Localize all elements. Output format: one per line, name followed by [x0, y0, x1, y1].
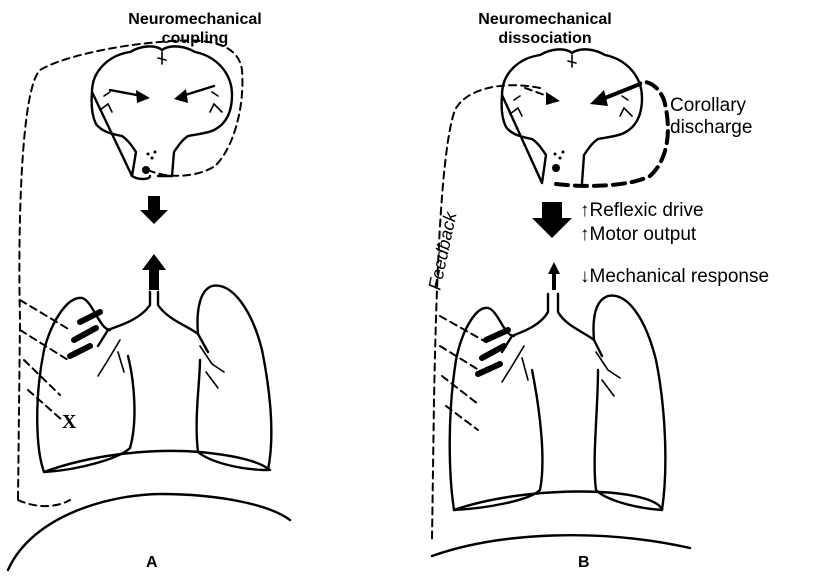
panel-b-feedback-loop — [432, 85, 540, 540]
panel-a-x-mark: X — [62, 411, 76, 434]
corollary-label-line2: discharge — [670, 117, 752, 139]
panel-b-brain — [502, 49, 642, 183]
panel-a-drawing — [8, 40, 290, 570]
panel-b-lungs — [432, 294, 690, 556]
panel-a-lungs — [8, 286, 290, 570]
mechanical-response-label: ↓Mechanical response — [580, 266, 769, 288]
panel-a-feedback-loop — [18, 40, 242, 500]
panel-a-up-arrow — [142, 254, 166, 290]
panel-b-down-arrow — [532, 202, 572, 238]
reflexic-drive-label: ↑Reflexic drive — [580, 200, 704, 222]
panel-b-up-arrow — [548, 262, 560, 290]
panel-a-brain — [92, 46, 232, 179]
motor-output-label: ↑Motor output — [580, 224, 696, 246]
panel-b-corollary-loop — [556, 82, 668, 186]
panel-b-letter: B — [578, 554, 590, 572]
panel-a-letter: A — [146, 554, 158, 572]
panel-a-down-arrow — [140, 196, 168, 224]
corollary-discharge-label: Corollary discharge — [670, 95, 752, 139]
panel-b-drawing — [432, 49, 690, 556]
corollary-label-line1: Corollary — [670, 95, 752, 117]
